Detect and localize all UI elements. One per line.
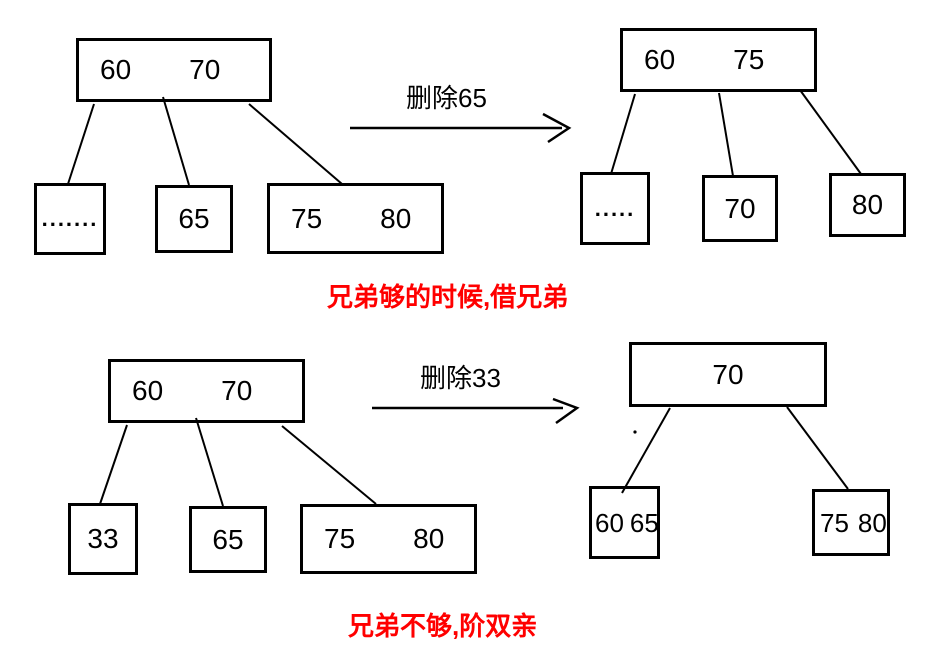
tree3-root-node: 60 70: [108, 359, 305, 423]
tree4-child-75-80-node: 75 80: [812, 489, 890, 556]
tree2-child-ellipsis-node: .....: [580, 172, 650, 245]
edge: [162, 96, 190, 186]
tree3-child-65-node: 65: [189, 506, 267, 573]
ellipsis-dots: .......: [41, 206, 99, 231]
node-key: 80: [851, 189, 884, 220]
edge: [195, 417, 224, 507]
node-key: 80: [380, 202, 412, 234]
node-key: 60: [132, 375, 164, 406]
node-key: 75: [733, 44, 765, 75]
tree1-child-65-node: 65: [155, 185, 233, 253]
node-key: 75: [820, 507, 849, 538]
node-key: 60: [100, 54, 132, 85]
arrow-bottom: [372, 397, 580, 425]
node-key: 70: [189, 54, 221, 85]
edge: [281, 425, 377, 505]
node-key: 80: [413, 523, 445, 554]
tree2-child-80-node: 80: [829, 173, 906, 237]
operation-label-delete-33: 删除33: [420, 363, 501, 393]
edge: [718, 92, 734, 177]
tree4-root-node: 70: [629, 342, 827, 407]
edge: [99, 424, 128, 505]
tree1-child-ellipsis-node: .......: [34, 183, 106, 255]
tree1-root-node: 60 70: [76, 38, 272, 102]
node-key: 65: [629, 507, 659, 538]
edge: [610, 93, 636, 175]
stray-dot: [633, 430, 637, 434]
node-key: 75: [324, 523, 356, 554]
node-key: 65: [178, 203, 210, 234]
node-key: 70: [712, 358, 744, 390]
node-key: 33: [87, 523, 119, 554]
node-key: 70: [724, 192, 756, 224]
tree2-child-70-node: 70: [702, 175, 778, 242]
tree4-child-60-65-node: 60 65: [589, 486, 660, 559]
node-key: 75: [291, 202, 323, 234]
edge: [799, 89, 862, 175]
node-key: 60: [644, 44, 676, 75]
tree3-child-33-node: 33: [68, 503, 138, 575]
node-key: 65: [212, 523, 244, 555]
caption-merge-with-parent: 兄弟不够,阶双亲: [348, 611, 538, 641]
edge: [786, 406, 849, 490]
edge: [67, 103, 95, 185]
edge: [248, 103, 343, 185]
tree2-root-node: 60 75: [620, 28, 817, 92]
tree1-child-75-80-node: 75 80: [267, 183, 444, 254]
tree3-child-75-80-node: 75 80: [300, 504, 477, 574]
operation-label-delete-65: 删除65: [406, 83, 487, 113]
node-key: 80: [857, 507, 887, 538]
ellipsis-dots: .....: [594, 195, 636, 221]
arrow-top: [350, 112, 572, 144]
node-key: 70: [221, 375, 253, 406]
edge: [621, 407, 671, 494]
node-key: 60: [595, 507, 624, 538]
caption-borrow-from-sibling: 兄弟够的时候,借兄弟: [327, 282, 569, 312]
